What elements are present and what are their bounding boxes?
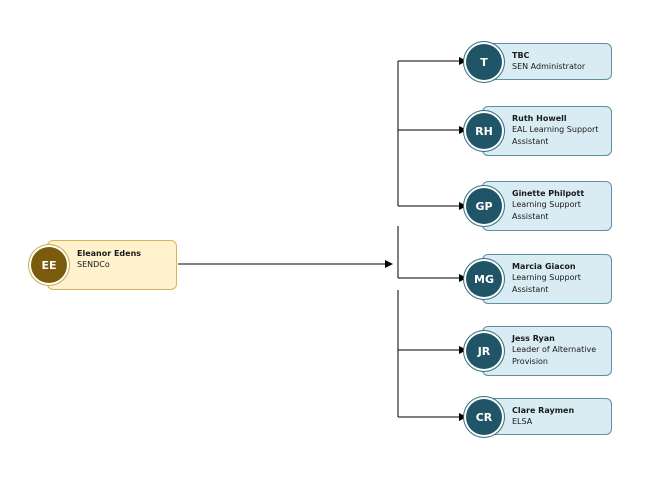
manager-name: Eleanor Edens bbox=[77, 249, 142, 258]
report-avatar: MG bbox=[466, 261, 502, 297]
report-name: Jess Ryan bbox=[512, 334, 555, 343]
report-name: Marcia Giacon bbox=[512, 262, 576, 271]
report-role: EAL Learning Support Assistant bbox=[512, 125, 599, 146]
report-avatar: GP bbox=[466, 188, 502, 224]
report-initials: CR bbox=[475, 410, 493, 424]
report-name: Clare Raymen bbox=[512, 406, 575, 415]
manager-card bbox=[47, 240, 177, 290]
report-role: Leader of Alternative Provision bbox=[512, 345, 597, 366]
manager-avatar: EE bbox=[31, 247, 67, 283]
report-text: TBC SEN Administrator bbox=[512, 50, 608, 73]
report-initials: JR bbox=[477, 344, 491, 358]
report-name: Ruth Howell bbox=[512, 114, 567, 123]
report-name: TBC bbox=[512, 51, 530, 60]
report-role: Learning Support Assistant bbox=[512, 200, 581, 221]
report-avatar: JR bbox=[466, 333, 502, 369]
report-initials: MG bbox=[474, 272, 494, 286]
report-avatar: CR bbox=[466, 399, 502, 435]
report-avatar: RH bbox=[466, 113, 502, 149]
manager-node[interactable]: EE Eleanor Edens SENDCo bbox=[31, 240, 177, 290]
report-card bbox=[482, 106, 612, 156]
report-initials: GP bbox=[475, 199, 493, 213]
report-card bbox=[482, 326, 612, 376]
report-card bbox=[482, 398, 612, 435]
report-role: Learning Support Assistant bbox=[512, 273, 581, 294]
report-name: Ginette Philpott bbox=[512, 189, 585, 198]
report-card bbox=[482, 43, 612, 80]
report-initials: T bbox=[480, 55, 488, 69]
report-card bbox=[482, 181, 612, 231]
report-avatar: T bbox=[466, 44, 502, 80]
report-node-tbc[interactable]: T TBC SEN Administrator bbox=[466, 43, 612, 80]
manager-initials: EE bbox=[41, 258, 57, 272]
manager-role: SENDCo bbox=[77, 260, 110, 269]
report-role: SEN Administrator bbox=[512, 62, 586, 71]
report-role: ELSA bbox=[512, 417, 533, 426]
report-initials: RH bbox=[475, 124, 493, 138]
manager-text: Eleanor Edens SENDCo bbox=[77, 248, 173, 271]
